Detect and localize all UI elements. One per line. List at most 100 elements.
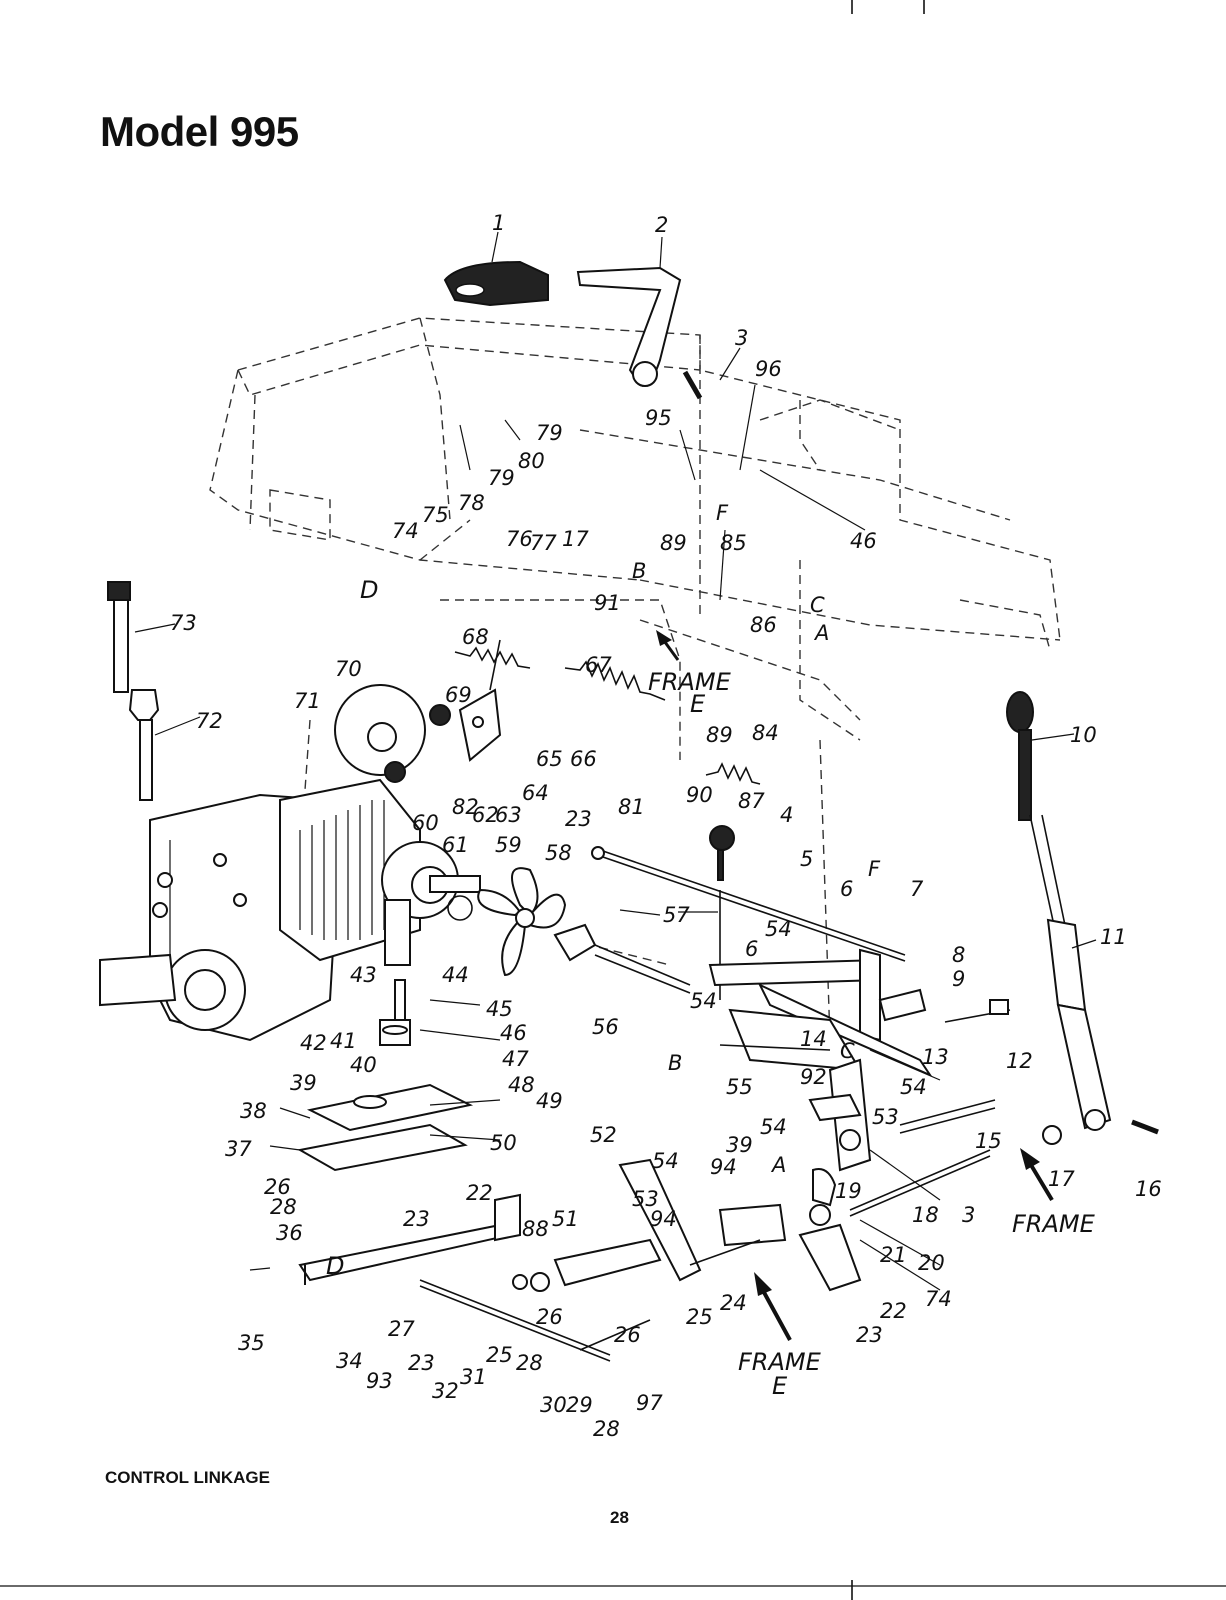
label-45: 45 [486, 997, 513, 1021]
label-67: 67 [585, 653, 612, 677]
label-54: 54 [765, 917, 792, 941]
label-25: 25 [486, 1343, 513, 1367]
label-42: 42 [300, 1031, 327, 1055]
label-60: 60 [412, 811, 439, 835]
hand-lever [1006, 691, 1159, 1145]
label-54: 54 [760, 1115, 787, 1139]
lift-shaft-knob [107, 581, 160, 801]
label-26: 26 [614, 1323, 641, 1347]
label-79: 79 [488, 466, 515, 490]
label-F: F [868, 857, 881, 881]
brake-pedal [443, 260, 703, 400]
label-39: 39 [726, 1133, 753, 1157]
label-3: 3 [735, 326, 748, 350]
pulley-disc [334, 684, 451, 783]
page-number: 28 [610, 1508, 629, 1527]
label-56: 56 [592, 1015, 619, 1039]
label-71: 71 [294, 689, 321, 713]
label-frame-3: FRAME [738, 1348, 822, 1376]
label-frame-3-e: E [772, 1372, 788, 1400]
label-16: 16 [1135, 1177, 1162, 1201]
label-54: 54 [690, 989, 717, 1013]
label-66: 66 [570, 747, 597, 771]
label-5: 5 [800, 847, 813, 871]
label-62: 62 [472, 803, 499, 827]
label-76: 76 [506, 527, 533, 551]
lower-linkage [419, 1093, 862, 1362]
label-82: 82 [452, 795, 479, 819]
label-39: 39 [290, 1071, 317, 1095]
label-23: 23 [856, 1323, 883, 1347]
label-46: 46 [500, 1021, 527, 1045]
label-14: 14 [800, 1027, 827, 1051]
label-frame-2: FRAME [1012, 1210, 1096, 1238]
label-A: A [813, 621, 829, 645]
frame-arrows [656, 630, 1054, 1341]
label-20: 20 [918, 1251, 945, 1275]
label-B: B [632, 559, 646, 583]
label-77: 77 [530, 531, 557, 555]
label-38: 38 [240, 1099, 267, 1123]
label-95: 95 [645, 406, 672, 430]
lower-plates [297, 979, 521, 1285]
label-84: 84 [752, 721, 779, 745]
label-4: 4 [780, 803, 793, 827]
label-78: 78 [458, 491, 485, 515]
label-86: 86 [750, 613, 777, 637]
label-9: 9 [952, 967, 965, 991]
label-91: 91 [594, 591, 621, 615]
label-frame-1: FRAME [648, 668, 732, 696]
label-36: 36 [276, 1221, 303, 1245]
label-frame-1-e: E [690, 690, 706, 718]
label-B: B [668, 1051, 682, 1075]
label-49: 49 [536, 1089, 563, 1113]
transaxle-assembly [99, 778, 481, 1042]
label-63: 63 [495, 803, 522, 827]
label-22: 22 [880, 1299, 907, 1323]
label-15: 15 [975, 1129, 1002, 1153]
label-31: 31 [460, 1365, 487, 1389]
label-94: 94 [650, 1207, 677, 1231]
label-34: 34 [336, 1349, 363, 1373]
label-23: 23 [408, 1351, 435, 1375]
label-80: 80 [518, 449, 545, 473]
label-47: 47 [502, 1047, 529, 1071]
label-A: A [770, 1153, 786, 1177]
label-28: 28 [516, 1351, 543, 1375]
label-1: 1 [492, 211, 505, 235]
label-C: C [810, 593, 825, 617]
label-64: 64 [522, 781, 549, 805]
label-19: 19 [835, 1179, 862, 1203]
label-10: 10 [1070, 723, 1097, 747]
linkage-brackets [708, 948, 1011, 1292]
label-8: 8 [952, 943, 965, 967]
leader-lines [134, 231, 1097, 1291]
label-54: 54 [652, 1149, 679, 1173]
label-57: 57 [663, 903, 690, 927]
label-53: 53 [872, 1105, 899, 1129]
label-55: 55 [726, 1075, 753, 1099]
label-43: 43 [350, 963, 377, 987]
label-22: 22 [466, 1181, 493, 1205]
label-35: 35 [238, 1331, 265, 1355]
label-18: 18 [912, 1203, 939, 1227]
label-74: 74 [392, 519, 419, 543]
label-C: C [840, 1039, 855, 1063]
cooling-fan [447, 867, 691, 994]
label-94: 94 [710, 1155, 737, 1179]
label-29: 29 [566, 1393, 593, 1417]
label-92: 92 [800, 1065, 827, 1089]
label-17: 17 [562, 527, 589, 551]
label-28: 28 [593, 1417, 620, 1441]
label-30: 30 [540, 1393, 567, 1417]
label-50: 50 [490, 1131, 517, 1155]
label-7: 7 [910, 877, 924, 901]
label-74: 74 [925, 1287, 952, 1311]
label-6: 6 [745, 937, 758, 961]
label-27: 27 [388, 1317, 415, 1341]
label-40: 40 [350, 1053, 377, 1077]
label-89: 89 [706, 723, 733, 747]
label-44: 44 [442, 963, 469, 987]
label-70: 70 [335, 657, 362, 681]
